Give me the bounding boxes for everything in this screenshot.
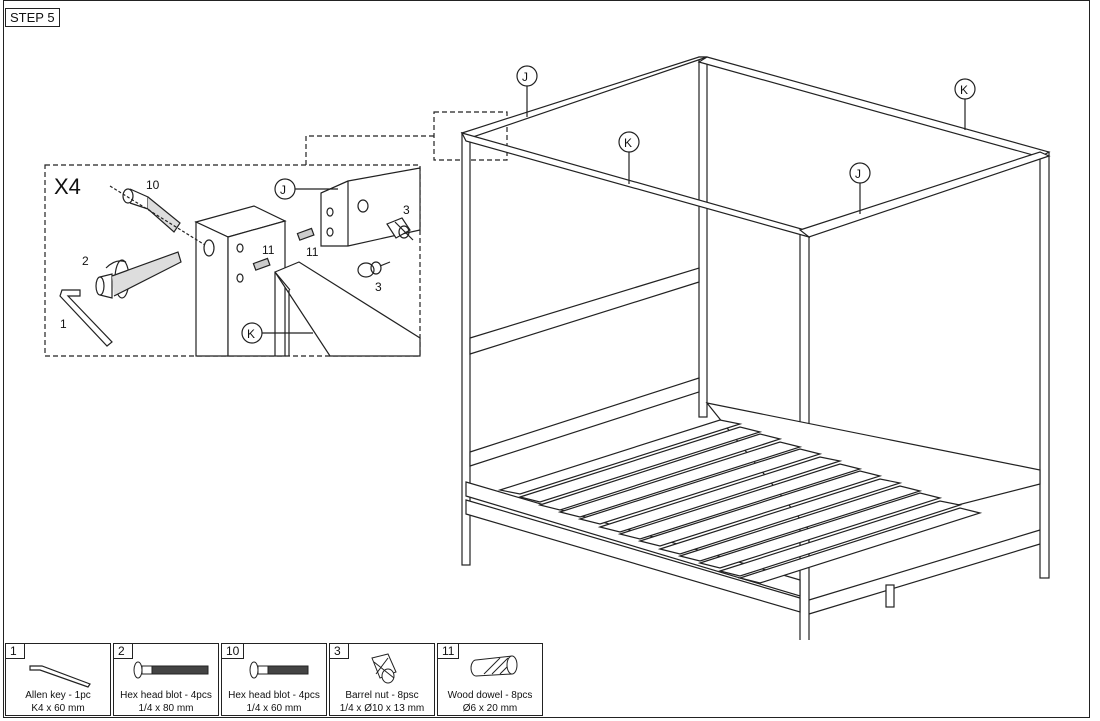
bed-slats	[497, 419, 983, 584]
barrel-nut-icon	[371, 653, 397, 684]
top-rail-back-k	[697, 56, 1051, 158]
post-block	[194, 205, 287, 357]
part-hex-bolt-60: 10 Hex head blot - 4pcs 1/4 x 60 mm	[221, 643, 327, 716]
parts-legend: 1 Allen key - 1pc K4 x 60 mm 2 Hex head …	[5, 643, 545, 716]
hex-bolt-icon	[249, 661, 309, 679]
canopy-bed	[460, 56, 1051, 640]
part-name: Hex head blot - 4pcs	[228, 690, 320, 701]
part-size: K4 x 60 mm	[31, 703, 85, 714]
label-10: 10	[146, 178, 160, 192]
label-11-a: 11	[262, 243, 275, 257]
svg-text:J: J	[522, 70, 528, 84]
assembly-diagram: X4	[44, 56, 1051, 640]
detail-connector	[305, 111, 508, 165]
callout-k-front: K	[618, 131, 640, 184]
label-2: 2	[82, 254, 89, 268]
dowels-detail	[252, 227, 315, 271]
part-name: Barrel nut - 8psc	[345, 690, 419, 701]
rail-k-detail	[274, 261, 421, 357]
detail-inset: X4	[44, 164, 421, 357]
part-wood-dowel: 11 Wood dowel - 8pcs Ø6 x 20 mm	[437, 643, 543, 716]
bolt-2-detail	[95, 251, 182, 299]
part-allen-key: 1 Allen key - 1pc K4 x 60 mm	[5, 643, 111, 716]
part-size: 1/4 x 60 mm	[246, 703, 302, 714]
callout-j-top: J	[516, 65, 538, 117]
post-back-right	[1039, 151, 1050, 579]
allen-key-detail	[59, 289, 113, 347]
part-barrel-nut: 3 Barrel nut - 8psc 1/4 x Ø10 x 13 mm	[329, 643, 435, 716]
allen-key-icon	[29, 665, 91, 688]
label-3-a: 3	[403, 203, 410, 217]
bolt-10-detail	[109, 185, 206, 246]
part-number: 3	[329, 643, 349, 659]
svg-text:K: K	[960, 83, 968, 97]
multiplier-label: X4	[54, 174, 81, 199]
part-size: 1/4 x 80 mm	[138, 703, 194, 714]
callout-j-right: J	[849, 162, 871, 214]
part-number: 2	[113, 643, 133, 659]
callout-k-detail: K	[241, 322, 313, 344]
svg-text:K: K	[624, 136, 632, 150]
part-name: Hex head blot - 4pcs	[120, 690, 212, 701]
callout-k-back: K	[954, 78, 976, 130]
barrel-nuts-detail	[357, 217, 414, 278]
part-size: 1/4 x Ø10 x 13 mm	[339, 703, 425, 714]
part-size: Ø6 x 20 mm	[462, 703, 518, 714]
top-rail-right-j	[798, 151, 1051, 238]
label-1: 1	[60, 317, 67, 331]
step-label: STEP 5	[5, 8, 60, 27]
svg-text:J: J	[280, 183, 286, 197]
part-number: 1	[5, 643, 25, 659]
part-hex-bolt-80: 2 Hex head blot - 4pcs 1/4 x 80 mm	[113, 643, 219, 716]
top-rail-front-k	[460, 132, 811, 238]
label-3-b: 3	[375, 280, 382, 294]
label-11-b: 11	[306, 245, 319, 259]
callout-j-detail: J	[274, 178, 338, 200]
hex-bolt-icon	[133, 661, 209, 679]
part-name: Allen key - 1pc	[25, 690, 91, 701]
wood-dowel-icon	[470, 655, 518, 677]
diagram-frame	[3, 0, 1090, 718]
post-back-left	[698, 56, 708, 418]
top-rail-left-j	[460, 56, 708, 139]
part-number: 11	[437, 643, 460, 659]
svg-text:J: J	[855, 167, 861, 181]
part-number: 10	[221, 643, 245, 659]
svg-text:K: K	[247, 327, 255, 341]
part-name: Wood dowel - 8pcs	[447, 690, 533, 701]
